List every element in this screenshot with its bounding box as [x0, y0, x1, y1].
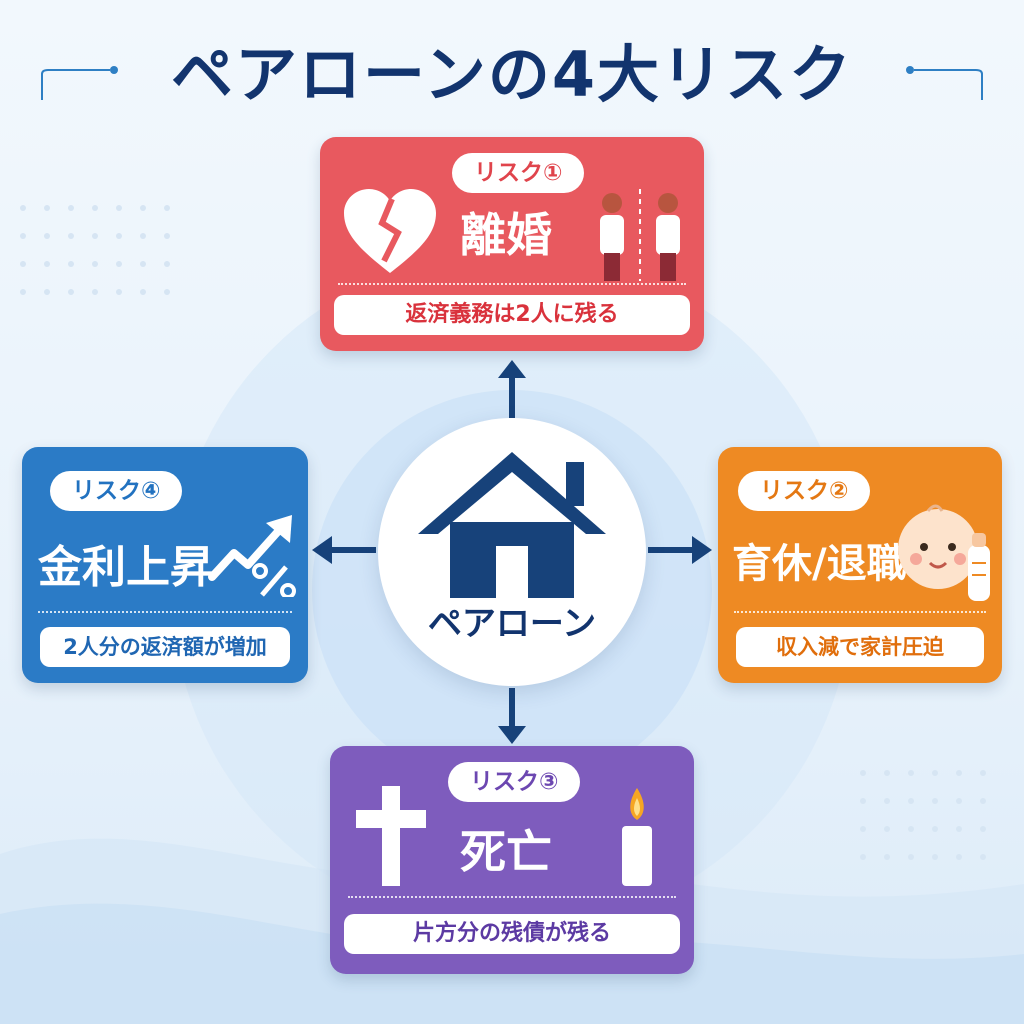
- risk-note: 収入減で家計圧迫: [736, 627, 984, 667]
- risk-title: 死亡: [460, 825, 552, 879]
- arrow-right-icon: [648, 536, 712, 564]
- card-divider: [38, 611, 292, 613]
- card-divider: [338, 283, 686, 285]
- baby-icon: [898, 504, 990, 601]
- page-title: ペアローンの4大リスク: [170, 38, 854, 111]
- risk-note: 返済義務は2人に残る: [334, 295, 690, 335]
- card-divider: [734, 611, 986, 613]
- title-decoration-left: [41, 66, 118, 100]
- decorative-dots-left: [20, 205, 190, 315]
- center-pair-loan: ペアローン: [378, 418, 646, 686]
- broken-heart-icon: [344, 189, 436, 273]
- risk-note: 片方分の残債が残る: [344, 914, 680, 954]
- separated-couple-icon: [600, 189, 680, 281]
- candle-icon: [622, 788, 652, 886]
- risk-badge: リスク①: [452, 153, 585, 193]
- cross-icon: [356, 786, 426, 886]
- decorative-dots-right: [860, 770, 1010, 880]
- arrow-left-icon: [312, 536, 376, 564]
- house-icon: [418, 452, 606, 598]
- risk-badge: リスク②: [738, 471, 871, 511]
- card-divider: [348, 896, 676, 898]
- risk-card-leave: リスク② 育休/退職 収入減で家計圧迫: [718, 447, 1002, 683]
- risk-card-death: リスク③ 死亡 片方分の残債が残る: [330, 746, 694, 974]
- risk-badge: リスク④: [50, 471, 183, 511]
- arrow-down-icon: [498, 688, 526, 744]
- risk-title: 金利上昇: [38, 542, 214, 593]
- risk-title: 離婚: [460, 208, 552, 262]
- risk-card-divorce: リスク① 離婚 返済義務は2人に残る: [320, 137, 704, 351]
- risk-card-interest-rate: リスク④ 金利上昇 2人分の返済額が増加: [22, 447, 308, 683]
- rising-rate-icon: [208, 515, 296, 597]
- title-decoration-right: [906, 66, 983, 100]
- arrow-up-icon: [498, 360, 526, 418]
- risk-badge: リスク③: [448, 762, 581, 802]
- center-label: ペアローン: [427, 604, 597, 644]
- risk-note: 2人分の返済額が増加: [40, 627, 290, 667]
- risk-title: 育休/退職: [732, 541, 907, 587]
